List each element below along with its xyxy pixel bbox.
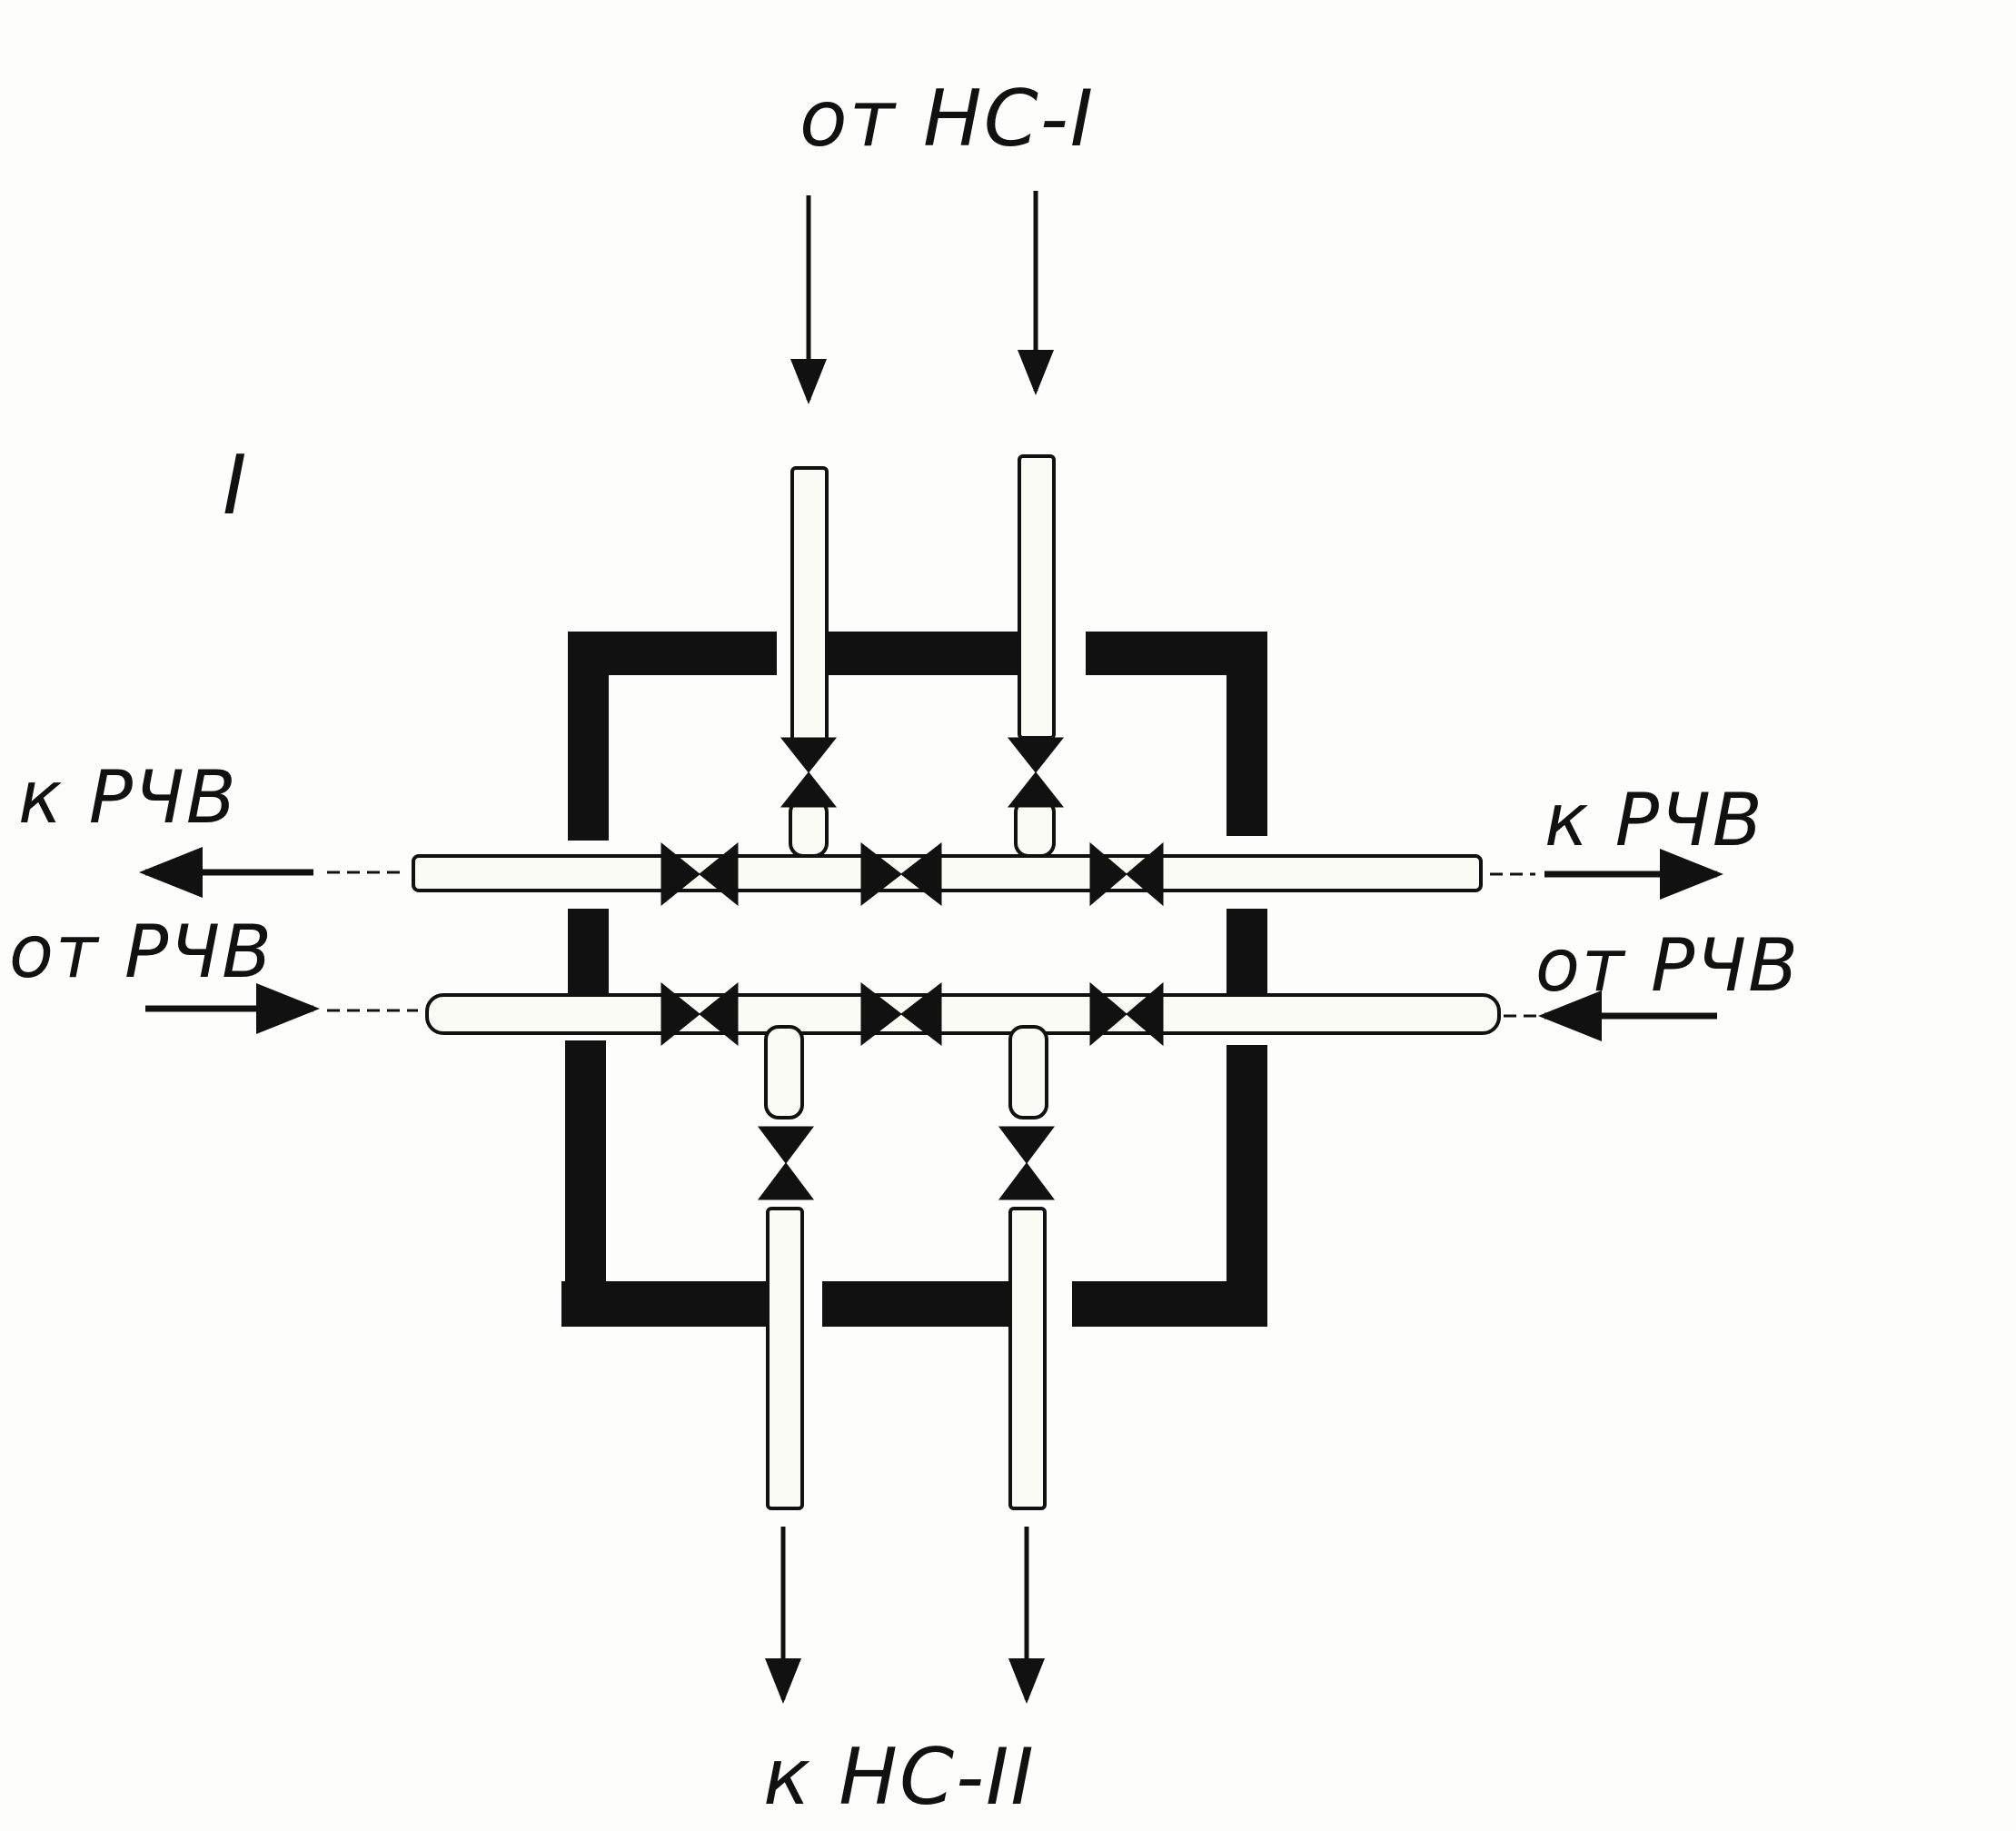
- chamber-walls: [561, 632, 1267, 1327]
- side-arrows: [139, 847, 1723, 1041]
- valve-icon: [780, 771, 838, 808]
- valve-icon: [660, 981, 700, 1047]
- inlet-arrows: [790, 191, 1054, 404]
- label-right-return: от РЧВ: [1535, 923, 1800, 1008]
- label-left-supply: к РЧВ: [18, 755, 238, 840]
- valve-icon: [1007, 737, 1065, 773]
- upper-vertical-valves: [780, 737, 1065, 808]
- label-left-return: от РЧВ: [9, 910, 273, 994]
- valve-icon: [900, 841, 942, 907]
- valve-icon: [900, 981, 942, 1047]
- outlet-arrows: [765, 1527, 1045, 1704]
- supply-main-valves: [660, 841, 1164, 907]
- label-top-source: от НС-I: [799, 74, 1095, 164]
- valve-icon: [1126, 841, 1164, 907]
- valve-icon: [699, 981, 739, 1047]
- valve-icon: [998, 1126, 1055, 1164]
- return-main-valves: [660, 981, 1164, 1047]
- supply-main-pipe: [412, 854, 1483, 892]
- lower-vertical-valves: [758, 1126, 1055, 1200]
- valve-icon: [699, 841, 739, 907]
- valve-icon: [758, 1162, 814, 1200]
- valve-icon: [1007, 771, 1065, 808]
- label-bottom-destination: к НС-II: [763, 1732, 1036, 1823]
- valve-icon: [1126, 981, 1164, 1047]
- valve-icon: [758, 1126, 814, 1164]
- valve-icon: [1089, 841, 1127, 907]
- valve-icon: [860, 841, 902, 907]
- valve-icon: [860, 981, 902, 1047]
- label-section-marker: I: [223, 438, 249, 533]
- label-right-supply: к РЧВ: [1544, 778, 1764, 862]
- valve-icon: [1089, 981, 1127, 1047]
- valve-icon: [660, 841, 700, 907]
- valve-icon: [998, 1162, 1055, 1200]
- inlet-pipes: [789, 454, 1056, 858]
- return-main-pipe: [425, 993, 1501, 1035]
- valve-icon: [780, 737, 838, 773]
- outlet-pipes: [764, 1025, 1048, 1510]
